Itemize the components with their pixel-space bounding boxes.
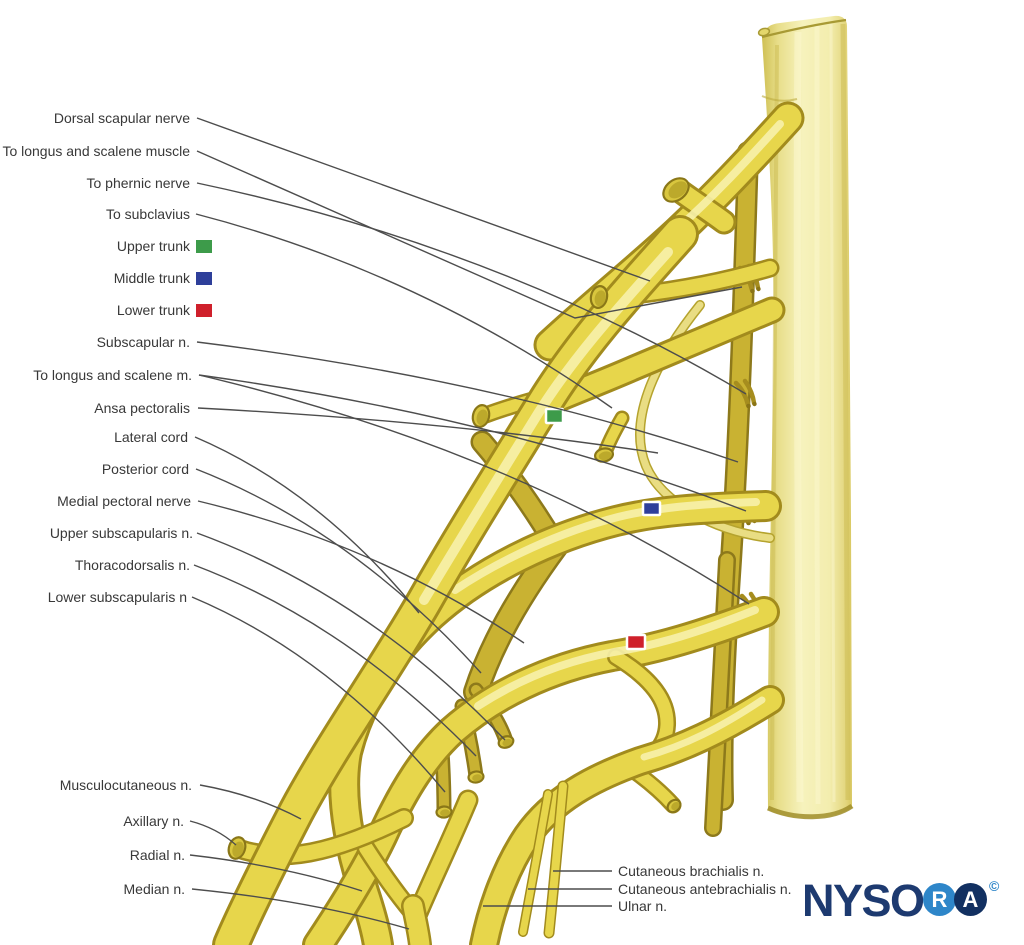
- legend-label-middle-trunk: Middle trunk: [113, 270, 190, 286]
- label-dorsal-scapular-nerve: Dorsal scapular nerve: [53, 110, 190, 126]
- middle-trunk-marker: [641, 500, 662, 517]
- cutaneous-nerves: [518, 780, 569, 939]
- label-ulnar-n: Ulnar n.: [618, 898, 668, 914]
- legend-swatch-lower-trunk: [196, 304, 212, 317]
- logo-circle-a: A: [954, 883, 987, 916]
- legend-label-upper-trunk: Upper trunk: [116, 238, 190, 254]
- logo-circle-r: R: [923, 883, 956, 916]
- label-radial-n: Radial n.: [129, 847, 185, 863]
- label-to-longus-and-scalene-muscle: To longus and scalene muscle: [2, 143, 190, 159]
- logo-copyright-icon: ©: [989, 878, 1000, 894]
- label-cutaneous-brachialis-n: Cutaneous brachialis n.: [618, 863, 765, 879]
- upper-trunk-main: [212, 215, 699, 945]
- median-nerve-junction: [356, 789, 479, 945]
- label-to-phernic-nerve: To phernic nerve: [86, 175, 190, 191]
- nysora-logo: NYSO R A ©: [802, 875, 1017, 926]
- legend-swatch-middle-trunk: [196, 272, 212, 285]
- label-to-subclavius: To subclavius: [105, 206, 190, 222]
- label-lateral-cord: Lateral cord: [114, 429, 188, 445]
- logo-wordmark: NYSO: [802, 875, 925, 926]
- label-lower-subscapularis-n: Lower subscapularis n: [47, 589, 187, 605]
- label-subscapular-n: Subscapular n.: [96, 334, 190, 350]
- label-axillary-n: Axillary n.: [123, 813, 184, 829]
- label-posterior-cord: Posterior cord: [101, 461, 189, 477]
- upper-trunk-marker: [544, 407, 565, 425]
- label-medial-pectoral-nerve: Medial pectoral nerve: [57, 493, 191, 509]
- label-median-n: Median n.: [123, 881, 185, 897]
- label-upper-subscapularis-n: Upper subscapularis n.: [49, 525, 193, 541]
- lower-trunk-marker: [625, 633, 647, 651]
- ulnar-nerve: [469, 685, 785, 945]
- label-ansa-pectoralis: Ansa pectoralis: [94, 400, 190, 416]
- label-musculocutaneous-n: Musculocutaneous n.: [59, 777, 192, 793]
- label-thoracodorsalis-n: Thoracodorsalis n.: [74, 557, 190, 573]
- label-to-longus-and-scalene-m: To longus and scalene m.: [33, 367, 192, 383]
- legend-label-lower-trunk: Lower trunk: [116, 302, 190, 318]
- leader-lines: [189, 117, 750, 930]
- legend-swatch-upper-trunk: [196, 240, 212, 253]
- label-cutaneous-antebrachialis-n: Cutaneous antebrachialis n.: [618, 881, 792, 897]
